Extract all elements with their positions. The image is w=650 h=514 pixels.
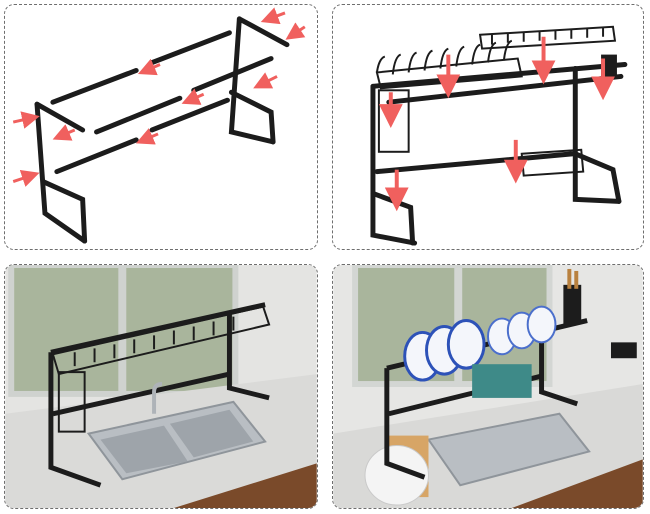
rod-5 xyxy=(54,137,139,175)
cup-basket xyxy=(478,25,617,50)
dish-rack-wires xyxy=(51,305,271,376)
right-leg-frame xyxy=(228,16,290,145)
assembled-rack-drawing xyxy=(370,25,628,246)
rod-6 xyxy=(149,97,230,133)
frame-rods xyxy=(50,30,274,175)
rod-2 xyxy=(149,30,232,66)
utensil-basket xyxy=(57,371,86,433)
knife-holder xyxy=(563,284,582,325)
loaded-rack-photo xyxy=(333,265,643,508)
assembly-arrows xyxy=(12,7,306,187)
empty-rack-photo-panel xyxy=(4,264,318,509)
white-canister xyxy=(364,445,429,506)
assembly-step-2-panel xyxy=(332,4,644,250)
assembly-arrows xyxy=(378,36,615,212)
faucet xyxy=(152,382,163,414)
empty-rack-photo xyxy=(5,265,317,508)
exploded-frame-drawing xyxy=(12,7,306,244)
teal-towel xyxy=(472,364,532,398)
rod-3 xyxy=(94,95,183,135)
rod-1 xyxy=(50,67,139,105)
rod-4 xyxy=(191,56,274,93)
wall-outlet xyxy=(610,342,637,359)
steel-sink xyxy=(426,412,591,487)
loaded-rack-photo-panel xyxy=(332,264,644,509)
left-leg-frame xyxy=(34,101,88,244)
rack-frame xyxy=(370,62,628,246)
assembly-step-1-panel xyxy=(4,4,318,250)
rack-frame xyxy=(48,302,270,488)
stacked-plates xyxy=(403,305,557,382)
